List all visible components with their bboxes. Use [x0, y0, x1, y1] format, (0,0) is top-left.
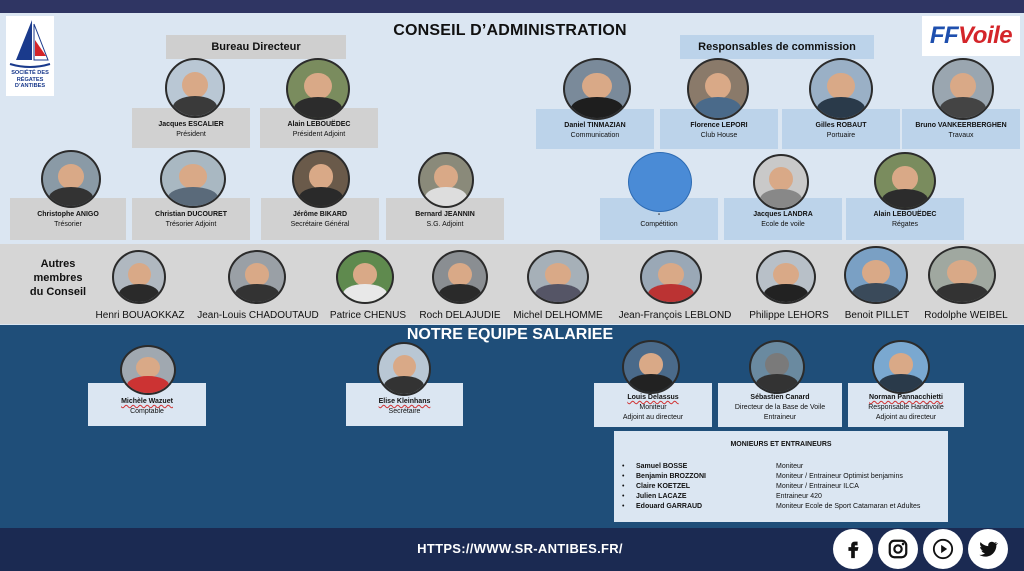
avatar	[622, 340, 680, 394]
ffvoile-logo-ff: FF	[929, 22, 959, 49]
moniteurs-box	[614, 431, 948, 522]
avatar	[874, 152, 936, 210]
top-bar	[0, 0, 1024, 13]
avatar	[749, 340, 805, 394]
avatar	[292, 150, 350, 208]
avatar	[418, 152, 474, 208]
avatar	[41, 150, 101, 208]
instagram-icon[interactable]	[878, 529, 918, 569]
responsables-header: Responsables de commission	[680, 35, 874, 59]
facebook-icon[interactable]	[833, 529, 873, 569]
avatar	[640, 250, 702, 304]
staff-card: Norman Pannacchietti Responsable Handivo…	[848, 383, 964, 427]
bureau-card: Jacques ESCALIER Président	[132, 108, 250, 148]
member-name: Benoit PILLET	[844, 310, 910, 321]
sail-logo-icon	[9, 20, 51, 68]
member-name: Rodolphe WEIBEL	[924, 310, 1008, 321]
avatar	[160, 150, 226, 208]
salariee-title: NOTRE EQUIPE SALARIEE	[406, 326, 614, 343]
avatar	[844, 246, 908, 304]
avatar	[527, 250, 589, 304]
website-link[interactable]: HTTPS://WWW.SR-ANTIBES.FR/	[417, 541, 623, 556]
member-name: Jean-François LEBLOND	[618, 310, 732, 321]
moniteurs-title: MONIEURS ET ENTRAINEURS	[730, 441, 832, 448]
member-name: Roch DELAJUDIE	[419, 310, 501, 321]
avatar	[165, 58, 225, 118]
sra-logo	[6, 16, 54, 96]
avatar	[336, 250, 394, 304]
member-name: Michel DELHOMME	[513, 310, 603, 321]
avatar	[932, 58, 994, 120]
bureau-header: Bureau Directeur	[166, 35, 346, 59]
avatar	[228, 250, 286, 304]
member-name: Philippe LEHORS	[749, 310, 829, 321]
avatar	[928, 246, 996, 304]
avatar	[112, 250, 166, 304]
moniteur-row: • Julien LACAZE Entraineur 420	[622, 493, 822, 500]
staff-card: Sébastien Canard Directeur de la Base de…	[718, 383, 842, 427]
member-name: Jean-Louis CHADOUTAUD	[197, 310, 319, 321]
avatar	[120, 345, 176, 395]
staff-card: Louis Delassus Moniteur Adjoint au direc…	[594, 383, 712, 427]
avatar	[756, 250, 816, 304]
avatar	[687, 58, 749, 120]
sra-logo-text: SOCIÉTÉ DES RÉGATES D’ANTIBES	[11, 70, 49, 89]
autres-membres-label: Autres membres du Conseil	[29, 258, 87, 298]
page-title: CONSEIL D’ADMINISTRATION	[393, 22, 627, 39]
avatar	[809, 58, 873, 120]
moniteur-row: • Claire KOETZEL Moniteur / Entraineur I…	[622, 483, 859, 490]
moniteur-row: • Samuel BOSSE Moniteur	[622, 463, 804, 470]
empty-avatar	[628, 152, 692, 212]
youtube-icon[interactable]	[923, 529, 963, 569]
ffvoile-logo: FFVoile	[922, 16, 1020, 56]
avatar	[753, 154, 809, 210]
moniteur-row: • Edouard GARRAUD Moniteur Ecole de Spor…	[622, 503, 921, 510]
avatar	[563, 58, 631, 120]
avatar	[377, 342, 431, 396]
moniteur-row: • Benjamin BROZZONI Moniteur / Entraineu…	[622, 473, 903, 480]
member-name: Henri BOUAOKKAZ	[95, 310, 185, 321]
avatar	[286, 58, 350, 120]
twitter-icon[interactable]	[968, 529, 1008, 569]
member-name: Patrice CHENUS	[329, 310, 407, 321]
ffvoile-logo-voile: Voile	[958, 22, 1013, 49]
avatar	[432, 250, 488, 304]
avatar	[872, 340, 930, 394]
